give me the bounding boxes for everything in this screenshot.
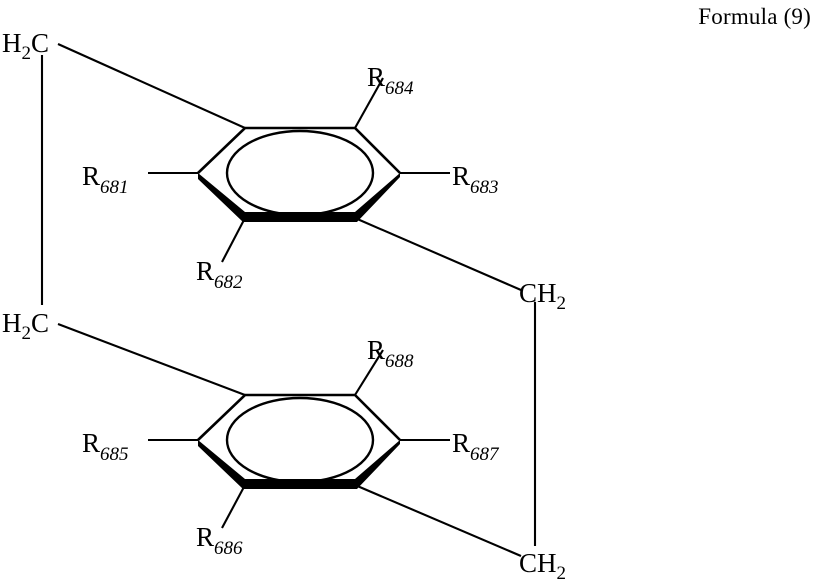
atom-label-ch2-upper: CH2 [519,278,566,314]
atom-label-h2c-mid: H2C [2,308,49,344]
atom-label-ch2-lower: CH2 [519,548,566,584]
bond-r686 [221,484,246,529]
bond-lower-ring-to-ch2 [354,484,522,557]
substituent-label-r681: R681 [82,161,129,198]
substituent-label-r686: R686 [196,522,243,559]
bond-h2c-to-lower-ring [57,323,246,396]
bond-r682 [221,217,246,263]
lower-ring-wedge-edges [198,440,400,489]
substituent-label-r688: R688 [367,335,414,372]
bond-r688 [354,349,384,396]
bond-r684 [354,77,384,129]
substituent-label-r682: R682 [196,256,243,293]
bond-h2c-to-upper-ring [57,43,246,129]
lower-ring-aromatic-circle [225,396,375,484]
substituent-label-r685: R685 [82,428,129,465]
lower-ring-thin-edges [197,393,401,441]
formula-caption: Formula (9) [698,4,811,29]
substituent-label-r687: R687 [452,428,500,465]
bond-upper-ring-to-ch2 [354,217,522,291]
substituent-label-r683: R683 [452,161,499,198]
upper-ring-aromatic-circle [225,129,375,217]
upper-ring-thin-edges [197,126,401,174]
upper-ring-wedge-edges [198,173,400,222]
